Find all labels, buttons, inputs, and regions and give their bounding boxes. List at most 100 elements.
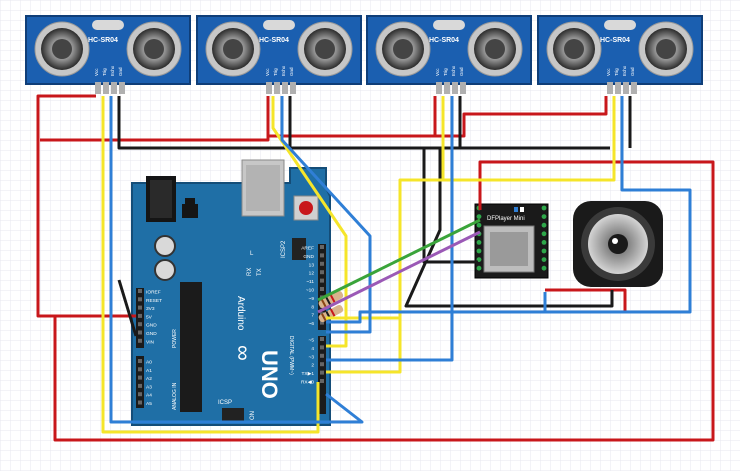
sensor-pin-label: Gnd (289, 67, 294, 76)
pin-label: 3V3 (146, 306, 155, 312)
wire-red (435, 96, 608, 138)
pin-label: RESET (146, 298, 162, 304)
capacitor (154, 259, 176, 281)
digital-section-label: DIGITAL (PWM~) (288, 336, 294, 375)
header-pin (138, 322, 142, 327)
pin-label: GND (146, 331, 157, 337)
header-pin (320, 362, 324, 367)
header-pin (138, 359, 142, 363)
header-pin (138, 392, 142, 397)
on-led-label: ON (250, 411, 256, 420)
wire-yellow (326, 290, 402, 374)
wire-yellow (443, 96, 616, 182)
pin-label: GND (303, 254, 314, 260)
dfplayer-pin (541, 231, 547, 237)
voltage-regulator (182, 204, 198, 218)
header-pin (320, 337, 324, 341)
pin-label: RX◀0 (301, 380, 314, 386)
pin-label: A4 (146, 393, 152, 399)
sensor-pin-label: Trig (273, 68, 278, 76)
header-pin (320, 345, 324, 350)
pin-label: A2 (146, 376, 152, 382)
sensor-model-label: HC-SR04 (600, 37, 630, 44)
dfplayer-pin (476, 214, 482, 220)
wire-black (404, 148, 614, 308)
wire-black (117, 279, 138, 337)
wire-red (545, 288, 627, 312)
header-pin (138, 400, 142, 405)
sensor-pin-label: Vcc (265, 68, 270, 76)
dfplayer-pin (541, 205, 547, 211)
pin-label: 7 (311, 313, 314, 319)
wire-yellow (326, 96, 445, 320)
sensor-pin-label: Vcc (94, 68, 99, 76)
header-pin (138, 313, 142, 318)
capacitor (154, 235, 176, 257)
pin-label: IOREF (146, 290, 161, 296)
arduino-infinity-logo: ∞ (231, 345, 256, 361)
analog-section-label: ANALOG IN (172, 382, 178, 410)
arduino-uno-board: ICSP2 ICSP TX RX L ON Arduino ∞ UNO POWE… (131, 159, 331, 426)
l-led-label: L (250, 251, 254, 257)
arduino-brand: Arduino (235, 296, 246, 331)
tx-led-label: TX (257, 268, 263, 276)
header-pin (138, 330, 142, 335)
pin-label: ~3 (309, 354, 315, 360)
sensor-pin (290, 82, 296, 94)
sensor-pin-caps (95, 82, 637, 94)
pin-label: GND (146, 323, 157, 329)
pin-label: ~11 (306, 279, 314, 285)
dfplayer-pin (476, 222, 482, 228)
header-pin (138, 297, 142, 302)
sensor-pin-label: Echo (622, 65, 627, 76)
sensor-pin-label: Echo (451, 65, 456, 76)
sensor-pin (266, 82, 272, 94)
dfplayer-pin (541, 214, 547, 220)
dfplayer-pins-right (541, 205, 547, 271)
wire-black (422, 148, 478, 264)
sensor-pin-label: Trig (443, 68, 448, 76)
sensor-pin (103, 82, 109, 94)
pin-label: AREF (301, 246, 314, 252)
pin-label: ~5 (309, 338, 315, 344)
sensor-pin (444, 82, 450, 94)
sensor-pin-label: Vcc (435, 68, 440, 76)
wire-red (40, 96, 270, 142)
sensor-model-label: HC-SR04 (429, 37, 459, 44)
header-pin (320, 353, 324, 358)
dfplayer-pin (541, 257, 547, 262)
header-pin (138, 289, 142, 293)
header-pin (320, 370, 324, 375)
dfplayer-pin (476, 248, 482, 254)
dfplayer-label: DFPlayer Mini (487, 216, 525, 222)
dfplayer-pin (476, 240, 482, 245)
sensor-pin-label: Trig (614, 68, 619, 76)
sensor-pin (623, 82, 629, 94)
sensor-pin-label: Gnd (459, 67, 464, 76)
header-pin (138, 338, 142, 343)
pin-label: 8 (311, 304, 314, 310)
sensor-pin-label: Vcc (606, 68, 611, 76)
dfplayer-pin (541, 240, 547, 245)
wire-green (317, 218, 481, 302)
header-pin (320, 270, 324, 275)
dfplayer-pin (541, 265, 547, 271)
header-pin (320, 379, 324, 383)
sensor-pin (436, 82, 442, 94)
digital-header-lower (318, 336, 326, 414)
pin-label: 5V (146, 314, 153, 320)
pin-label: A0 (146, 360, 152, 366)
pin-label: A3 (146, 384, 152, 390)
header-pin (320, 287, 324, 291)
sensor-pin (615, 82, 621, 94)
pin-label: ~9 (309, 296, 315, 302)
wire-blue (326, 310, 545, 324)
resistor-1 (318, 290, 344, 309)
